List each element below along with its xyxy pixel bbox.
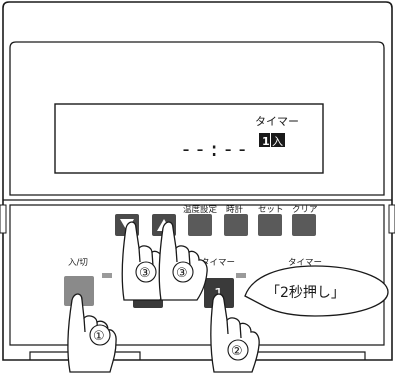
step-3a-circle [135, 261, 157, 283]
left-hinge [0, 204, 7, 234]
step-1-circle [89, 324, 111, 346]
temp-setting-button[interactable] [188, 214, 212, 236]
step-1-marker: ① [93, 329, 105, 344]
time-readout: --:-- [180, 137, 250, 161]
timer-label: タイマー [255, 115, 299, 128]
upper-cover [9, 41, 385, 196]
clock-label: 時計 [226, 204, 244, 215]
channel-badge [259, 133, 270, 147]
status-text: 入 [272, 135, 283, 148]
status-badge [271, 133, 285, 147]
clock-button[interactable] [224, 214, 248, 236]
callout-bubble [244, 265, 389, 317]
timer-1-button[interactable] [204, 278, 234, 308]
timer-1-led [236, 273, 246, 278]
timer-1-label: タイマー [201, 258, 235, 268]
clear-button[interactable] [292, 214, 316, 236]
hand-3b [158, 221, 208, 301]
clear-label: クリア [292, 205, 318, 215]
power-led [102, 273, 112, 278]
right-hinge [388, 204, 395, 234]
step-3b-circle [172, 261, 194, 283]
step-2-marker: ② [231, 344, 243, 359]
lower-panel [9, 204, 385, 346]
step-3b-marker: ③ [176, 266, 188, 281]
power-label: 入/切 [68, 258, 88, 268]
power-button[interactable] [64, 276, 94, 306]
callout-text: 「2秒押し」 [266, 285, 345, 301]
step-2-circle [227, 339, 249, 361]
temp-setting-label: 温度設定 [183, 204, 218, 215]
set-label: セット [258, 205, 284, 215]
channel-number: 1 [262, 135, 270, 148]
timer-2-label: タイマー [288, 258, 322, 268]
set-button[interactable] [258, 214, 282, 236]
step-3a-marker: ③ [139, 266, 151, 281]
